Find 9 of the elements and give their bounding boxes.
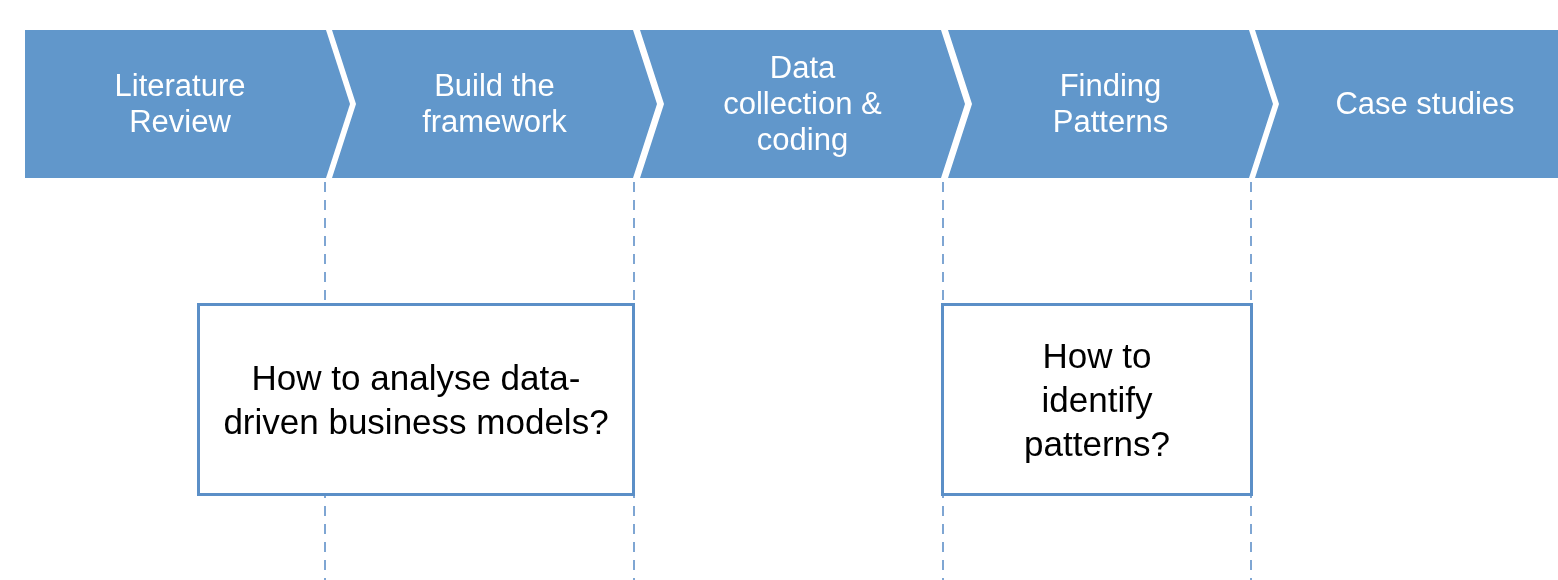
step-label: Data collection & coding xyxy=(722,50,883,158)
step-label: Case studies xyxy=(1334,86,1516,122)
question-box: How to analyse data-driven business models? xyxy=(197,303,635,496)
process-step xyxy=(1255,30,1558,178)
step-label: Finding Patterns xyxy=(1051,68,1170,140)
step-label: Literature Review xyxy=(113,68,247,140)
process-step xyxy=(25,30,350,178)
question-box: How to identify patterns? xyxy=(941,303,1253,496)
step-label: Build the framework xyxy=(421,68,568,140)
